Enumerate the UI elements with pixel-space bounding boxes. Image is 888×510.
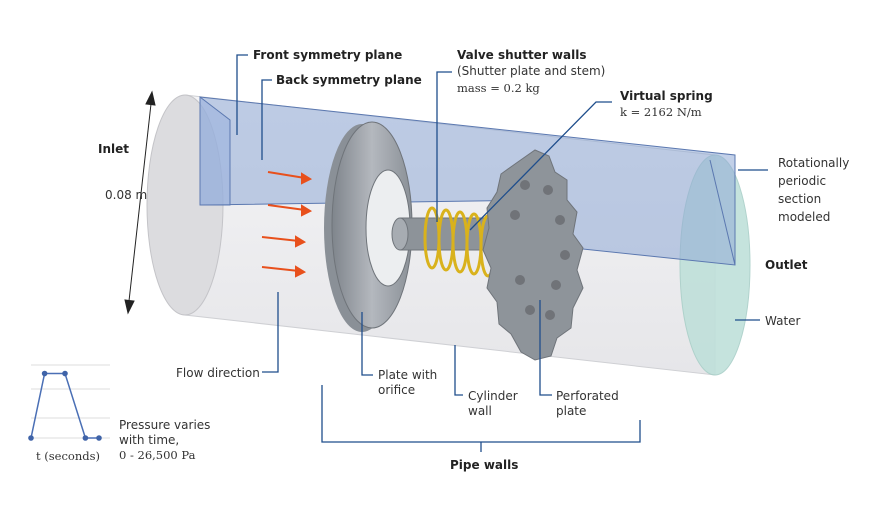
label-pressure-note: Pressure varies with time, 0 - 26,500 Pa: [119, 418, 210, 463]
perforated-plate: [482, 149, 584, 361]
chart-xlabel: t (seconds): [36, 449, 100, 463]
chart-point: [82, 435, 89, 441]
leader-lines: [236, 54, 768, 452]
text-line: section: [778, 192, 822, 206]
label-rotationally-periodic: Rotationally periodic section modeled: [778, 154, 849, 226]
chart-line: [30, 372, 99, 439]
virtual-spring: [423, 206, 497, 278]
label-cylinder-wall: Cylinder wall: [468, 389, 518, 419]
text-line: with time,: [119, 433, 180, 447]
text-line: Cylinder: [468, 389, 518, 403]
text-line: Rotationally: [778, 156, 850, 170]
label-valve-shutter-mass: mass = 0.2 kg: [457, 81, 540, 95]
label-valve-shutter-walls: Valve shutter walls: [457, 48, 587, 62]
chart-point: [41, 370, 48, 377]
label-inlet: Inlet: [98, 142, 129, 156]
label-flow-direction: Flow direction: [176, 366, 260, 380]
label-virtual-spring: Virtual spring: [620, 89, 713, 103]
text-line: Perforated: [556, 389, 619, 403]
label-diameter: 0.08 m: [105, 188, 148, 202]
label-virtual-spring-k: k = 2162 N/m: [620, 105, 702, 119]
front-symmetry-plane: [199, 95, 231, 206]
flow-arrows: [261, 171, 313, 278]
pressure-chart: [28, 364, 110, 441]
text-line: 0 - 26,500 Pa: [119, 448, 196, 462]
text-line: Plate with: [378, 368, 438, 382]
text-line: modeled: [778, 210, 831, 224]
chart-point: [62, 370, 68, 377]
label-plate-with-orifice: Plate with orifice: [378, 368, 437, 398]
text-line: periodic: [778, 174, 827, 188]
label-pipe-walls: Pipe walls: [450, 458, 519, 472]
chart-point: [96, 435, 102, 441]
label-back-symmetry-plane: Back symmetry plane: [276, 73, 422, 87]
diameter-dimension: [124, 90, 156, 315]
plane-edge: [709, 159, 736, 266]
text-line: plate: [556, 404, 587, 418]
text-line: orifice: [378, 383, 416, 397]
label-valve-shutter-sub: (Shutter plate and stem): [457, 64, 606, 78]
text-line: Pressure varies: [119, 418, 211, 432]
chart-point: [28, 435, 34, 441]
text-line: wall: [468, 404, 492, 418]
stem-end: [391, 217, 409, 251]
label-outlet: Outlet: [765, 258, 808, 272]
label-water: Water: [765, 314, 801, 328]
label-perforated-plate: Perforated plate: [556, 389, 619, 419]
label-front-symmetry-plane: Front symmetry plane: [253, 48, 403, 62]
